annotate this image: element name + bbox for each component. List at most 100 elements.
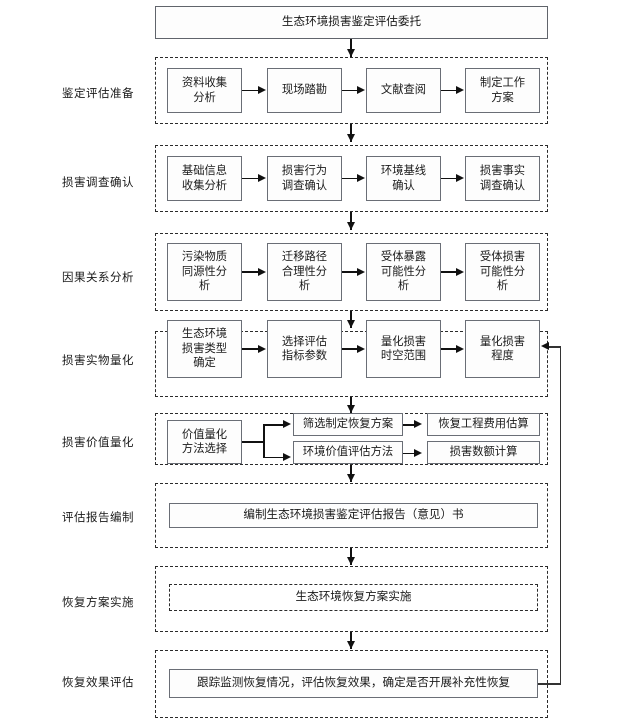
stage-container-4 (155, 331, 548, 397)
node-3-3: 受体暴露 可能性分 析 (366, 243, 441, 301)
arrow-right-icon (357, 174, 365, 182)
arrow-down-icon (346, 222, 355, 230)
node-4-4-label: 量化损害 程度 (479, 335, 526, 362)
node-6-1: 编制生态环境损害鉴定评估报告（意见）书 (169, 503, 538, 528)
node-5-1: 价值量化 方法选择 (167, 420, 242, 464)
stage-container-1 (155, 57, 548, 124)
connector-title-to-stage1 (350, 39, 352, 57)
node-2-2-label: 损害行为 调查确认 (281, 165, 328, 192)
arrow-right-icon (357, 86, 365, 94)
node-2-3-label: 环境基线 确认 (380, 165, 427, 192)
node-5-3: 恢复工程费用估算 (427, 413, 540, 436)
arrow-right-icon (456, 86, 464, 94)
arrow-down-icon (346, 474, 355, 482)
arrow-right-icon (283, 452, 291, 461)
node-5-3-label: 恢复工程费用估算 (438, 418, 529, 431)
stage-container-3 (155, 233, 548, 311)
arrow-down-icon (346, 49, 355, 57)
row-label-stage-8: 恢复效果评估 (62, 677, 134, 689)
node-5-4-label: 环境价值评估方法 (302, 446, 394, 459)
node-2-3: 环境基线 确认 (366, 156, 441, 201)
node-3-4-label: 受体损害 可能性分 析 (479, 251, 526, 293)
arrow-right-icon (258, 267, 266, 276)
node-1-3: 文献查阅 (366, 68, 441, 113)
connector-2-2-3 (342, 177, 358, 180)
stage-container-7 (155, 566, 548, 632)
node-5-2: 筛选制定恢复方案 (293, 413, 403, 436)
node-4-1: 生态环境 损害类型 确定 (167, 320, 242, 378)
connector-stage3-to-stage4 (350, 311, 352, 328)
node-5-1-label: 价值量化 方法选择 (181, 428, 228, 455)
node-3-3-label: 受体暴露 可能性分 析 (380, 251, 427, 293)
node-1-1-label: 资料收集 分析 (181, 77, 228, 104)
row-label-stage-1: 鉴定评估准备 (62, 88, 134, 100)
node-5-5-label: 损害数额计算 (449, 446, 518, 459)
arrow-down-icon (346, 557, 355, 565)
arrow-down-icon (346, 641, 355, 649)
node-3-4: 受体损害 可能性分 析 (465, 243, 540, 301)
node-2-2: 损害行为 调查确认 (267, 156, 342, 201)
connector-1-2-3 (342, 89, 358, 92)
node-4-3-label: 量化损害 时空范围 (380, 335, 427, 362)
node-2-4: 损害事实 调查确认 (465, 156, 540, 201)
node-1-2: 现场踏勘 (267, 68, 342, 113)
row-label-stage-3: 因果关系分析 (62, 272, 134, 284)
node-1-4-label: 制定工作 方案 (479, 77, 526, 104)
feedback-line-top (548, 346, 560, 348)
arrow-right-icon (258, 86, 266, 94)
arrow-right-icon (456, 344, 464, 353)
node-4-3: 量化损害 时空范围 (366, 320, 441, 378)
node-7-1: 生态环境恢复方案实施 (169, 584, 538, 611)
node-4-2: 选择评估 指标参数 (267, 320, 342, 378)
node-1-4: 制定工作 方案 (465, 68, 540, 113)
arrow-right-icon (357, 267, 365, 276)
connector-5-split (263, 424, 265, 458)
node-6-1-label: 编制生态环境损害鉴定评估报告（意见）书 (243, 508, 464, 522)
arrow-right-icon (283, 420, 291, 429)
connector-1-1-2 (242, 89, 259, 92)
node-1-2-label: 现场踏勘 (281, 84, 328, 97)
connector-4-1-2 (242, 348, 259, 350)
connector-stage5-to-stage6 (350, 465, 352, 482)
node-4-1-label: 生态环境 损害类型 确定 (181, 328, 228, 370)
arrow-right-icon (414, 448, 422, 457)
arrow-right-icon (456, 267, 464, 276)
arrow-right-icon (456, 174, 464, 182)
node-2-1-label: 基础信息 收集分析 (181, 165, 228, 192)
arrow-right-icon (258, 174, 266, 182)
connector-5-to-upper (263, 424, 285, 426)
arrow-left-icon (541, 342, 549, 351)
stage-container-6 (155, 483, 548, 548)
connector-4-3-4 (441, 348, 457, 350)
connector-5-4-5 (403, 452, 415, 455)
arrow-down-icon (346, 134, 355, 142)
row-label-stage-2: 损害调查确认 (62, 177, 134, 189)
arrow-down-icon (346, 320, 355, 328)
row-label-stage-4: 损害实物量化 (62, 355, 134, 367)
connector-3-1-2 (242, 271, 259, 273)
stage-container-2 (155, 145, 548, 212)
row-label-stage-7: 恢复方案实施 (62, 597, 134, 609)
node-1-3-label: 文献查阅 (380, 84, 427, 97)
row-label-stage-6: 评估报告编制 (62, 512, 134, 524)
connector-5-trunk (242, 441, 264, 443)
connector-stage2-to-stage3 (350, 212, 352, 230)
node-5-5: 损害数额计算 (427, 441, 540, 464)
arrow-right-icon (414, 420, 422, 429)
arrow-right-icon (357, 344, 365, 353)
connector-5-to-lower (263, 456, 285, 459)
node-2-4-label: 损害事实 调查确认 (479, 165, 526, 192)
connector-1-3-4 (441, 89, 457, 92)
connector-4-2-3 (342, 348, 358, 350)
row-label-stage-5: 损害价值量化 (62, 437, 134, 449)
node-5-4: 环境价值评估方法 (293, 441, 403, 464)
node-3-1: 污染物质 同源性分 析 (167, 243, 242, 301)
connector-5-2-3 (403, 424, 415, 426)
connector-stage6-to-stage7 (350, 548, 352, 565)
arrow-down-icon (346, 405, 355, 413)
node-5-2-label: 筛选制定恢复方案 (302, 418, 394, 431)
connector-stage7-to-stage8 (350, 632, 352, 649)
node-3-2-label: 迁移路径 合理性分 析 (281, 251, 328, 293)
node-8-1: 跟踪监测恢复情况，评估恢复效果，确定是否开展补充性恢复 (169, 669, 538, 698)
